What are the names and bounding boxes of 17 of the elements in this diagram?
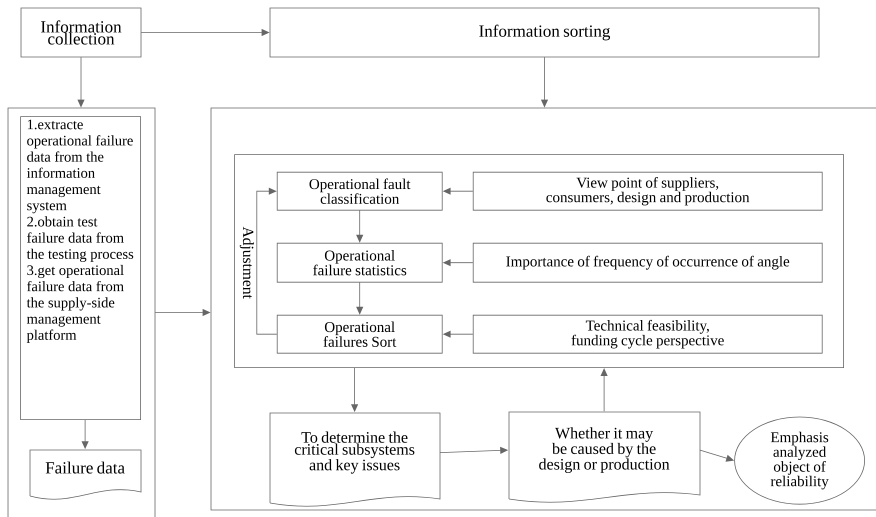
process-box: Operational failures Sort <box>276 314 443 354</box>
document-shape: Failure data <box>30 450 142 500</box>
document-shape: To determine the critical subsystems and key issues <box>270 412 440 507</box>
process-box: Information collection <box>20 8 142 58</box>
process-box: Operational failure statistics <box>276 242 443 283</box>
edge-label: Adjustment <box>240 226 254 299</box>
arrow <box>256 188 278 335</box>
panel-frame <box>8 108 156 517</box>
process-box: Importance of frequency of occurrence of angle <box>472 242 823 283</box>
process-box: Technical feasibility, funding cycle perspective <box>472 314 823 354</box>
process-box: Operational fault classification <box>276 172 443 211</box>
document-shape: Whether it may be caused by the design or production <box>508 412 700 503</box>
process-box: Information sorting <box>270 8 820 58</box>
process-box: View point of suppliers, consumers, design and production <box>472 172 823 211</box>
text-box: 1.extracte operational failure data from the information management system 2.obtain test failure data from the testing process 3.get operational failure data from the supply-side management platform <box>20 116 142 420</box>
group-box <box>234 154 844 368</box>
panel-frame <box>210 108 876 510</box>
